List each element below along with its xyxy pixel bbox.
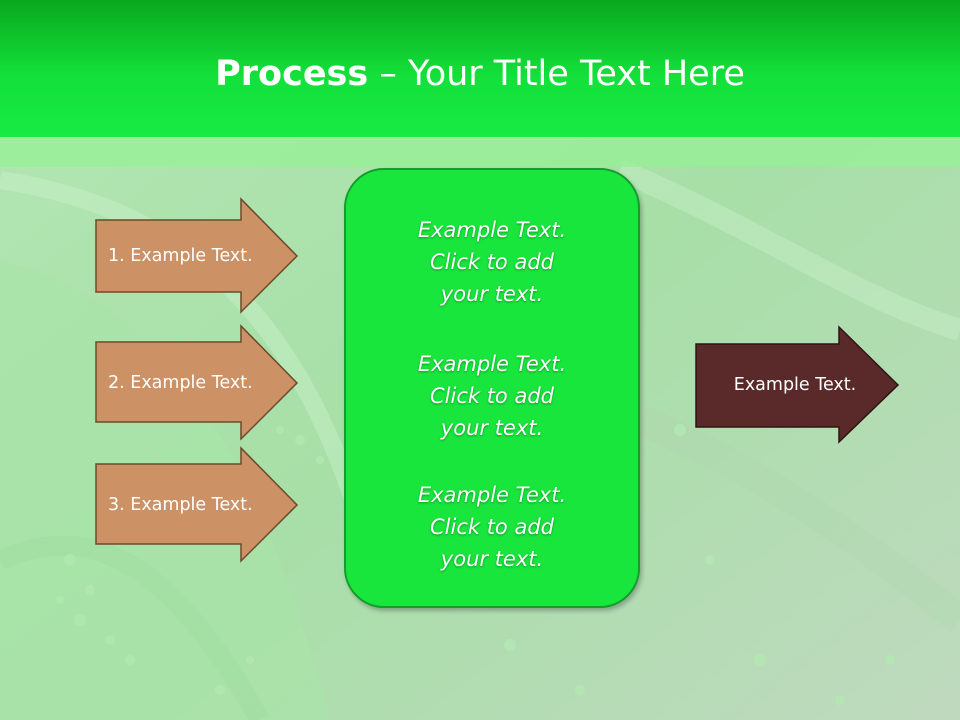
- process-text-line: your text.: [440, 416, 544, 440]
- input-arrow-2[interactable]: 2. Example Text.: [95, 324, 299, 441]
- process-text-block-1: Example Text. Click to add your text.: [346, 214, 638, 310]
- output-arrow[interactable]: Example Text.: [695, 325, 900, 444]
- arrow-shape-icon: [695, 325, 900, 444]
- input-arrow-3[interactable]: 3. Example Text.: [95, 446, 299, 563]
- input-arrow-2-label: 2. Example Text.: [108, 373, 253, 393]
- arrow-shape-icon: [95, 324, 299, 441]
- process-box[interactable]: Example Text. Click to add your text. Ex…: [344, 168, 640, 608]
- title-bar: [0, 0, 960, 137]
- process-text-line: Example Text.: [417, 352, 567, 376]
- process-text-line: your text.: [440, 547, 544, 571]
- arrow-shape-icon: [95, 446, 299, 563]
- process-text-block-3: Example Text. Click to add your text.: [346, 479, 638, 575]
- process-text-line: Example Text.: [417, 218, 567, 242]
- slide-title-rest: – Your Title Text Here: [368, 54, 745, 94]
- slide-title-bold: Process: [215, 54, 369, 94]
- process-text-line: Click to add: [429, 384, 554, 408]
- process-text-line: Click to add: [429, 515, 554, 539]
- process-text-line: your text.: [440, 282, 544, 306]
- process-text-line: Click to add: [429, 250, 554, 274]
- process-text-block-2: Example Text. Click to add your text.: [346, 348, 638, 444]
- arrow-shape-icon: [95, 197, 299, 314]
- title-divider-strip: [0, 137, 960, 167]
- slide-title[interactable]: Process – Your Title Text Here: [0, 52, 960, 96]
- input-arrow-3-label: 3. Example Text.: [108, 495, 253, 515]
- input-arrow-1[interactable]: 1. Example Text.: [95, 197, 299, 314]
- process-text-line: Example Text.: [417, 483, 567, 507]
- input-arrow-1-label: 1. Example Text.: [108, 246, 253, 266]
- output-arrow-label: Example Text.: [733, 375, 857, 395]
